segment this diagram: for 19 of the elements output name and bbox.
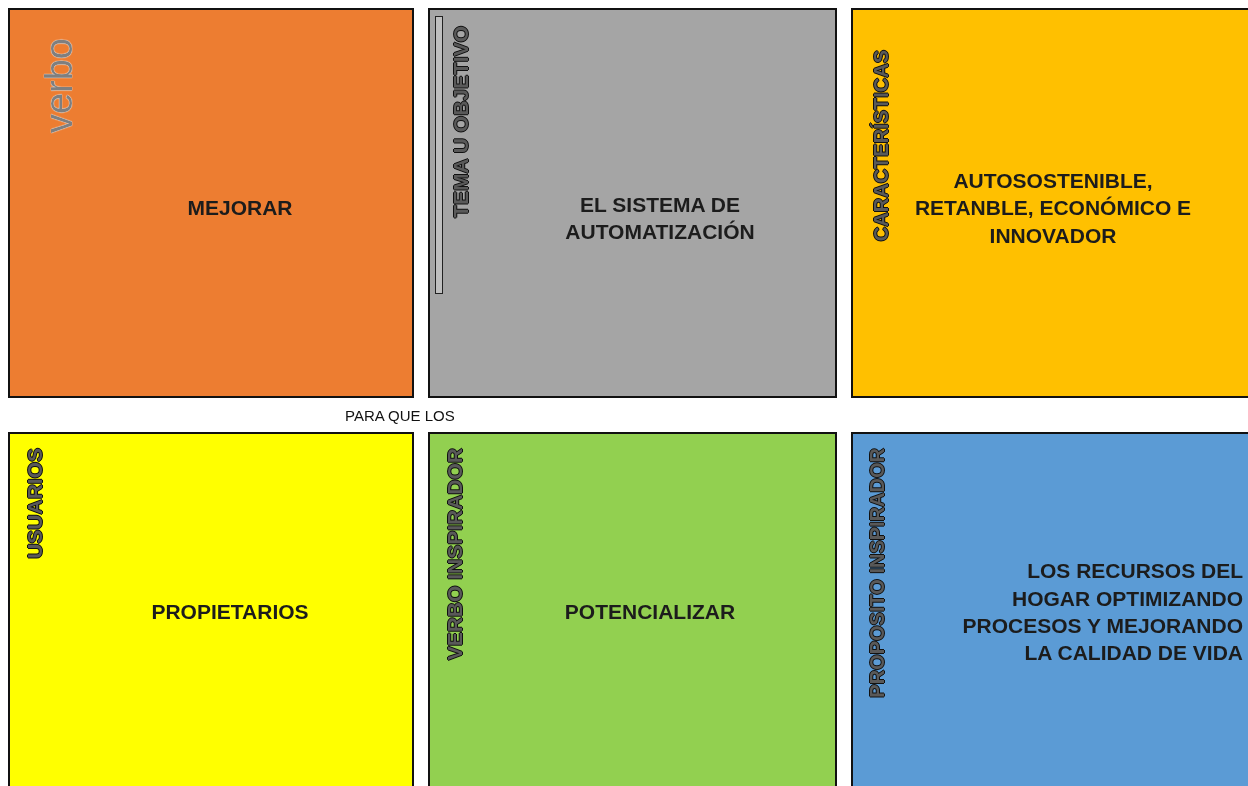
vertical-heading: VERBO INSPIRADOR: [444, 448, 465, 661]
panel-text: POTENCIALIZAR: [563, 599, 737, 626]
colored-panel: [8, 8, 414, 398]
colored-panel: [428, 432, 837, 786]
colored-panel: [851, 8, 1248, 398]
vertical-heading: verbo: [40, 38, 78, 134]
colored-panel: [428, 8, 837, 398]
panel-text: EL SISTEMA DE AUTOMATIZACIÓN: [564, 191, 756, 245]
vertical-heading: USUARIOS: [24, 448, 45, 559]
vertical-heading: CARACTERÍSTICAS: [871, 50, 891, 242]
vertical-heading: PROPOSITO INSPIRADOR: [867, 448, 887, 698]
colored-panel: [8, 432, 414, 786]
panel-text: LOS RECURSOS DEL HOGAR OPTIMIZANDO PROCESOS Y MEJORANDO LA CALIDAD DE VIDA: [961, 558, 1243, 667]
connector-text: PARA QUE LOS: [345, 407, 455, 424]
panel-text: AUTOSOSTENIBLE, RETANBLE, ECONÓMICO E INNOVADOR: [913, 168, 1193, 249]
vertical-heading: TEMA U OBJETIVO: [450, 26, 471, 218]
panel-text: PROPIETARIOS: [150, 599, 310, 626]
colored-panel: [851, 432, 1248, 786]
panel-text: MEJORAR: [186, 195, 294, 222]
